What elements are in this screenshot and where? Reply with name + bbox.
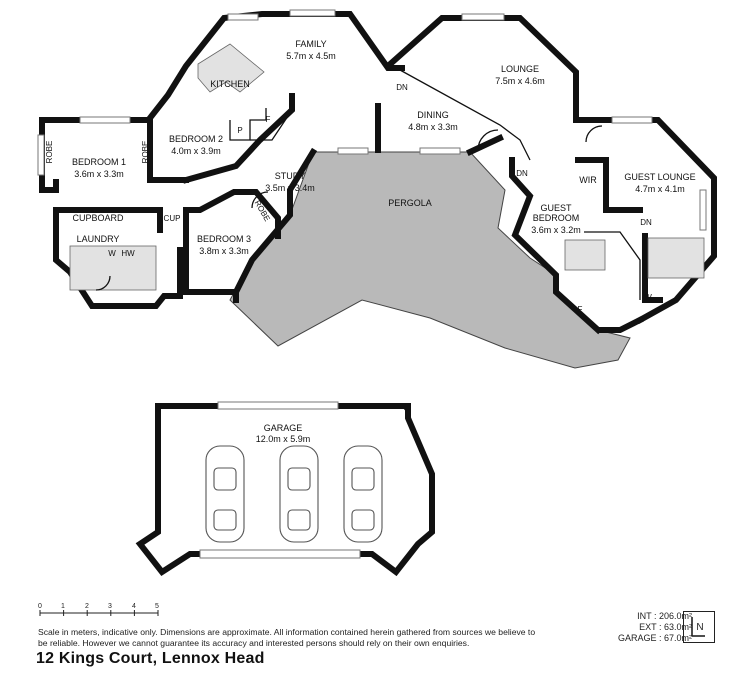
down-label-dining: DN bbox=[516, 169, 528, 178]
guest-bedroom-name-2: BEDROOM bbox=[533, 213, 580, 223]
laundry-wet-area bbox=[69, 245, 157, 291]
study-name: STUDY bbox=[275, 171, 306, 181]
pantry-label: P bbox=[237, 126, 242, 135]
family-name: FAMILY bbox=[295, 39, 326, 49]
cup-label: CUP bbox=[164, 214, 181, 223]
study-dims: 3.5m x 3.4m bbox=[265, 183, 315, 193]
ensuite-wet-area bbox=[647, 237, 705, 279]
property-address: 12 Kings Court, Lennox Head bbox=[36, 650, 265, 667]
bedroom2-name: BEDROOM 2 bbox=[169, 134, 223, 144]
garage-name: GARAGE bbox=[264, 423, 303, 433]
washer-label: W bbox=[108, 249, 116, 258]
down-label-family: DN bbox=[396, 83, 408, 92]
north-compass-icon: N bbox=[683, 611, 715, 643]
scale-tick-4: 4 bbox=[132, 603, 136, 610]
area-ext: EXT : 63.0m² bbox=[639, 622, 692, 632]
washer-label-guest: W bbox=[644, 293, 652, 302]
scale-bar bbox=[39, 610, 159, 616]
kitchen-name: KITCHEN bbox=[210, 79, 250, 89]
down-label-guest: DN bbox=[640, 218, 652, 227]
kitchen-bench bbox=[197, 43, 265, 93]
compass-glyph-icon: N bbox=[691, 617, 705, 637]
scale-tick-3: 3 bbox=[108, 603, 112, 610]
lounge-name: LOUNGE bbox=[501, 64, 539, 74]
fridge-label: F bbox=[266, 115, 271, 124]
area-summary: INT : 206.0m² EXT : 63.0m² GARAGE : 67.0… bbox=[618, 611, 692, 644]
garage-walls bbox=[135, 401, 435, 577]
robe-label-bed1: ROBE bbox=[45, 141, 54, 164]
garage-cars bbox=[205, 445, 383, 543]
scale-tick-5: 5 bbox=[155, 603, 159, 610]
bedroom3-name: BEDROOM 3 bbox=[197, 234, 251, 244]
scale-tick-2: 2 bbox=[85, 603, 89, 610]
guest-bedroom-name-1: GUEST bbox=[540, 203, 572, 213]
robe-label-bed2: ROBE bbox=[141, 141, 150, 164]
fridge-label-guest: F bbox=[578, 305, 583, 314]
small-labels: ROBE ROBE ROBE CUP P F F W HW W DN DN DN bbox=[45, 83, 652, 314]
dining-name: DINING bbox=[417, 110, 449, 120]
guest-lounge-name: GUEST LOUNGE bbox=[624, 172, 695, 182]
lounge-dims: 7.5m x 4.6m bbox=[495, 76, 545, 86]
car-2 bbox=[279, 445, 319, 543]
windows bbox=[37, 9, 707, 231]
family-dims: 5.7m x 4.5m bbox=[286, 51, 336, 61]
car-1 bbox=[205, 445, 245, 543]
bedroom1-name: BEDROOM 1 bbox=[72, 157, 126, 167]
hot-water-label: HW bbox=[121, 249, 135, 258]
laundry-name: LAUNDRY bbox=[77, 234, 120, 244]
pergola-name: PERGOLA bbox=[388, 198, 432, 208]
car-3 bbox=[343, 445, 383, 543]
guest-lounge-dims: 4.7m x 4.1m bbox=[635, 184, 685, 194]
area-int: INT : 206.0m² bbox=[637, 611, 692, 621]
cupboard-name: CUPBOARD bbox=[72, 213, 124, 223]
scale-tick-0: 0 bbox=[38, 603, 42, 610]
room-labels: FAMILY 5.7m x 4.5m KITCHEN LOUNGE 7.5m x… bbox=[72, 39, 696, 444]
guest-bath-area bbox=[564, 239, 606, 271]
area-garage: GARAGE : 67.0m² bbox=[617, 633, 692, 643]
bedroom3-dims: 3.8m x 3.3m bbox=[199, 246, 249, 256]
dining-dims: 4.8m x 3.3m bbox=[408, 122, 458, 132]
wir-name: WIR bbox=[579, 175, 597, 185]
disclaimer: Scale in meters, indicative only. Dimens… bbox=[38, 627, 536, 648]
pergola-area bbox=[229, 151, 631, 369]
bedroom1-dims: 3.6m x 3.3m bbox=[74, 169, 124, 179]
garage-dims: 12.0m x 5.9m bbox=[256, 434, 311, 444]
guest-bedroom-dims: 3.6m x 3.2m bbox=[531, 225, 581, 235]
compass-letter: N bbox=[696, 622, 703, 633]
scale-tick-1: 1 bbox=[61, 603, 65, 610]
bedroom2-dims: 4.0m x 3.9m bbox=[171, 146, 221, 156]
